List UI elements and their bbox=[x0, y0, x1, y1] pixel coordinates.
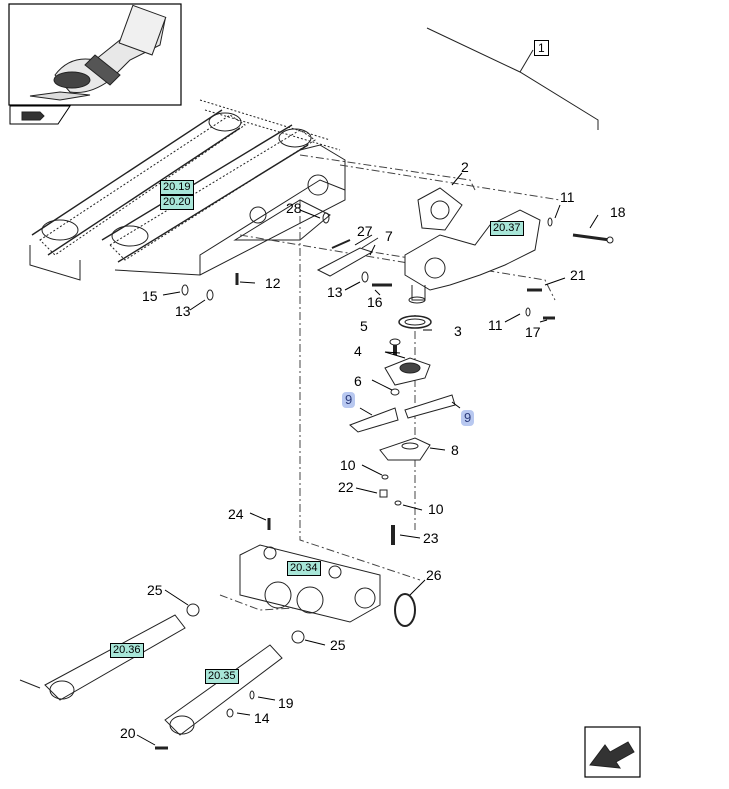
reference-link-20-19[interactable]: 20.19 bbox=[160, 180, 194, 195]
callout-7: 7 bbox=[385, 228, 393, 244]
callout-15: 15 bbox=[142, 288, 158, 304]
callout-26: 26 bbox=[426, 567, 442, 583]
lower-gearbox bbox=[239, 544, 381, 623]
callout-19: 19 bbox=[278, 695, 294, 711]
callout-3: 3 bbox=[454, 323, 462, 339]
callout-20: 20 bbox=[120, 725, 136, 741]
reference-link-20-37[interactable]: 20.37 bbox=[490, 221, 524, 236]
right-chain-drive bbox=[101, 124, 316, 263]
callout-23: 23 bbox=[423, 530, 439, 546]
reference-link-20-34[interactable]: 20.34 bbox=[287, 561, 321, 576]
quantity-label-9-left: 9 bbox=[342, 392, 356, 408]
callout-12: 12 bbox=[265, 275, 281, 291]
callout-1: 1 bbox=[534, 40, 549, 56]
callout-14: 14 bbox=[254, 710, 270, 726]
callout-13-right: 13 bbox=[327, 284, 343, 300]
reference-link-20-20[interactable]: 20.20 bbox=[160, 195, 194, 210]
callout-4: 4 bbox=[354, 343, 362, 359]
callout-11-lower: 11 bbox=[488, 317, 503, 333]
callout-28: 28 bbox=[286, 200, 302, 216]
quantity-label-9-right: 9 bbox=[461, 410, 475, 426]
callout-16: 16 bbox=[367, 294, 383, 310]
callout-5: 5 bbox=[360, 318, 368, 334]
left-chain-drive bbox=[29, 109, 246, 281]
left-drive-shaft bbox=[19, 614, 186, 701]
reference-link-20-36[interactable]: 20.36 bbox=[110, 643, 144, 658]
callout-25-right: 25 bbox=[330, 637, 346, 653]
callout-25-left: 25 bbox=[147, 582, 163, 598]
callout-22: 22 bbox=[338, 479, 354, 495]
callout-13-left: 13 bbox=[175, 303, 191, 319]
reference-link-20-35[interactable]: 20.35 bbox=[205, 669, 239, 684]
gearbox-frame bbox=[114, 99, 346, 276]
thumbnail-overview-icon[interactable] bbox=[8, 3, 182, 106]
next-page-arrow-icon[interactable] bbox=[584, 726, 641, 778]
callout-17: 17 bbox=[525, 324, 541, 340]
callout-6: 6 bbox=[354, 373, 362, 389]
callout-18: 18 bbox=[610, 204, 626, 220]
callout-10-lower: 10 bbox=[428, 501, 444, 517]
page-turn-icon[interactable] bbox=[9, 105, 71, 125]
callout-10-upper: 10 bbox=[340, 457, 356, 473]
callout-24: 24 bbox=[228, 506, 244, 522]
callout-27: 27 bbox=[357, 223, 373, 239]
callout-2: 2 bbox=[461, 159, 469, 175]
callout-21: 21 bbox=[570, 267, 586, 283]
gasket-part-2 bbox=[417, 187, 463, 231]
callout-11-upper: 11 bbox=[560, 189, 575, 205]
callout-8: 8 bbox=[451, 442, 459, 458]
